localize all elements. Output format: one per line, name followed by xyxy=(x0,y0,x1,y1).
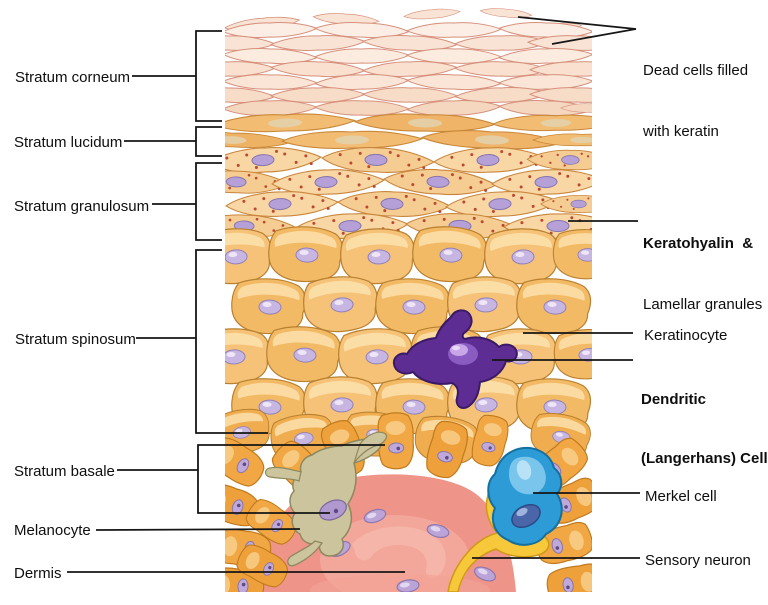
label-keratohyalin: Keratohyalin & Lamellar granules xyxy=(643,193,762,336)
leader-lines xyxy=(67,16,640,573)
label-dendritic-line1: Dendritic xyxy=(641,391,707,408)
bracket-stratum-granulosum xyxy=(152,162,222,241)
label-melanocyte: Melanocyte xyxy=(14,522,91,539)
dendritic-langerhans-cell xyxy=(392,309,518,409)
label-dendritic-line2: (Langerhans) Cell xyxy=(641,449,768,467)
bracket-stratum-spinosum xyxy=(136,249,268,434)
label-stratum-corneum: Stratum corneum xyxy=(15,69,131,86)
leader-melanocyte xyxy=(95,528,301,531)
bracket-stratum-corneum xyxy=(132,30,222,122)
label-keratinocyte: Keratinocyte xyxy=(644,327,728,344)
stratum-corneum-layer xyxy=(225,6,592,118)
label-dermis: Dermis xyxy=(14,565,62,582)
stratum-lucidum-layer xyxy=(225,111,592,152)
label-dendritic-cell: Dendritic (Langerhans) Cell xyxy=(641,351,768,488)
label-stratum-lucidum: Stratum lucidum xyxy=(14,134,123,151)
leader-dead-cells xyxy=(517,16,637,45)
label-keratohyalin-line2: Lamellar granules xyxy=(643,295,763,313)
bracket-stratum-lucidum xyxy=(124,126,222,157)
label-dead-cells-line2: with keratin xyxy=(643,122,719,140)
label-stratum-spinosum: Stratum spinosum xyxy=(15,331,136,348)
merkel-cell xyxy=(487,447,563,546)
label-sensory-neuron: Sensory neuron xyxy=(645,552,751,569)
label-dead-cells-line1: Dead cells filled xyxy=(643,61,749,79)
stratum-granulosum-layer xyxy=(225,144,592,241)
label-merkel-cell: Merkel cell xyxy=(645,488,717,505)
label-stratum-granulosum: Stratum granulosum xyxy=(14,198,150,215)
bracket-stratum-basale xyxy=(117,444,385,514)
melanocyte-cell xyxy=(264,431,388,567)
label-dead-cells: Dead cells filled with keratin xyxy=(643,20,748,163)
label-stratum-basale: Stratum basale xyxy=(14,463,115,480)
label-keratohyalin-line1: Keratohyalin & xyxy=(643,234,754,252)
